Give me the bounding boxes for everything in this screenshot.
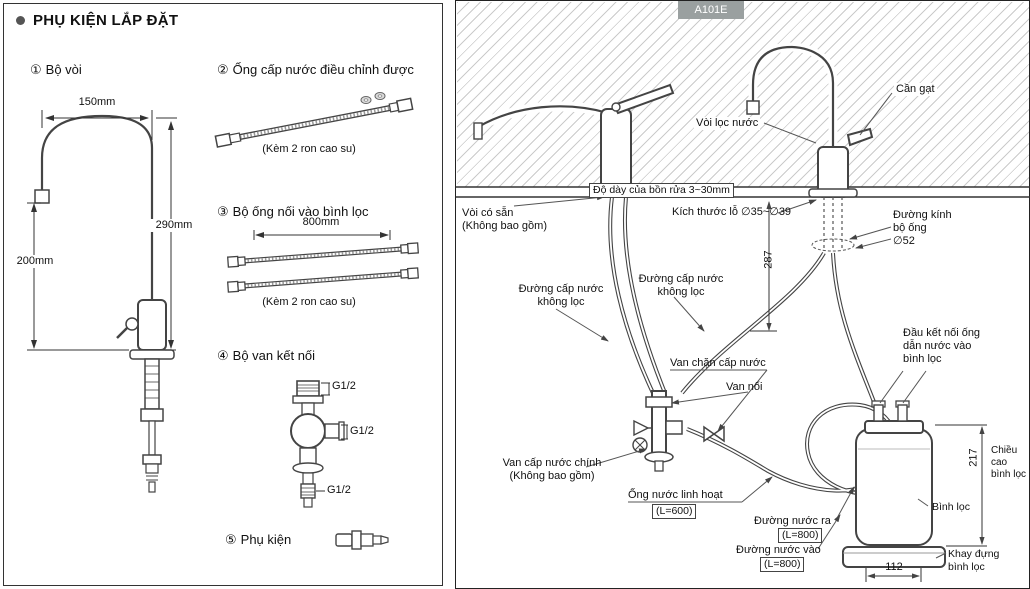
item2-number: ② [217,62,229,77]
label-dau-ket-noi-line3: bình lọc [903,353,942,366]
bullet-icon [16,16,25,25]
label-l600: (L=600) [652,504,697,519]
label-supply-line-2: Đường cấp nước không lọc [636,273,726,299]
item4-text: Bộ van kết nối [232,348,316,363]
item2-note: (Kèm 2 ron cao su) [262,143,356,155]
label-supply-2-line1: Đường cấp nước [638,273,724,285]
item1-text: Bộ vòi [45,62,82,77]
label-dau-ket-noi-line2: dẫn nước vào [903,340,972,353]
valve-cluster [632,390,683,472]
label-counter-thickness: Độ dày của bồn rửa 3~30mm [589,183,734,198]
label-chieu-cao-line3: bình lọc [991,469,1027,480]
label-van-chinh-line2: (Không bao gồm) [509,470,595,483]
label-nuoc-ra: Đường nước ra [754,515,831,527]
label-pipe-diameter: Đường kính bộ ống ∅52 [893,209,952,249]
model-badge: A101E [678,1,744,19]
label-voi-loc-nuoc: Vòi lọc nước [694,117,761,131]
label-dau-ket-noi-line1: Đầu kết nối ống [903,327,981,339]
item5-text: Phụ kiện [240,532,292,547]
label-van-noi: Van nối [726,381,763,393]
dim-spout-height: 290mm [149,219,199,233]
faucet-drawing [34,110,175,493]
label-pipe-diameter-line2: bộ ống [893,222,927,235]
label-dau-ket-noi: Đầu kết nối ống dẫn nước vào bình lọc [903,327,980,367]
label-can-gat: Cần gạt [894,83,937,97]
label-van-chinh: Van cấp nước chính (Không bao gồm) [496,457,608,483]
label-chieu-cao-line1: Chiều [991,445,1018,456]
label-chieu-cao: Chiều cao bình lọc [991,445,1026,481]
item3-note: (Kèm 2 ron cao su) [262,296,356,308]
label-supply-1-line1: Đường cấp nước [518,283,604,295]
countertop [456,186,1030,198]
g12-top-label: G1/2 [332,380,356,392]
supply-hose-drawing [214,92,414,148]
dim-217: 217 [967,448,980,467]
existing-faucet [473,83,675,198]
label-supply-2-line2: không lọc [657,286,705,299]
g12-mid-label: G1/2 [350,425,374,437]
item4-number: ④ [217,348,229,363]
filter-unit [842,400,946,568]
accessories-panel: PHỤ KIỆN LẮP ĐẶT [3,3,443,586]
item3-text: Bộ ống nối vào bình lọc [232,204,369,219]
label-supply-line-1: Đường cấp nước không lọc [516,283,606,309]
label-ong-linh-hoat: Ống nước linh hoạt [628,489,723,501]
label-supply-1-line2: không lọc [537,296,585,309]
label-voi-co-san: Vòi có sẵn (Không bao gồm) [462,207,547,233]
label-pipe-diameter-line1: Đường kính [893,209,952,221]
diagram-dimensions [750,201,987,582]
label-l800-vao: (L=800) [760,557,805,572]
filter-faucet [746,42,874,252]
dim-112: 112 [885,561,903,573]
label-l800-ra: (L=800) [778,528,823,543]
label-binh-loc: Bình lọc [932,501,970,513]
label-pipe-diameter-line3: ∅52 [893,235,915,248]
installation-diagram-svg [456,42,1030,582]
label-khay-line2: bình lọc [948,560,985,573]
dim-under-counter: 200mm [10,255,60,269]
label-van-chinh-line1: Van cấp nước chính [502,457,602,469]
label-chieu-cao-line2: cao [991,457,1008,468]
filter-hoses-drawing [226,230,420,293]
item1-number: ① [30,62,42,77]
dim-spout-reach: 150mm [78,96,116,108]
leader-lines [513,92,947,559]
label-khay: Khay đựng bình lọc [948,548,999,573]
item3-number: ③ [217,204,229,219]
label-voi-co-san-line1: Vòi có sẵn [462,207,514,219]
accessories-drawings-svg [27,92,420,550]
fitting-drawing [335,530,389,550]
dim-287: 287 [762,250,775,269]
label-voi-co-san-line2: (Không bao gồm) [462,220,547,233]
faucet-dimension-lines [27,110,177,351]
item5-number: ⑤ [225,532,237,547]
installation-diagram-panel: A101E Cần gạt Vòi lọc nước Độ dày của bồ… [455,0,1030,589]
g12-bottom-label: G1/2 [327,484,351,496]
label-hole-size: Kích thước lỗ ∅35~∅39 [672,206,792,218]
panel-title: PHỤ KIỆN LẮP ĐẶT [33,12,179,29]
hoses [608,196,906,497]
label-van-chan: Van chặn cấp nước [670,357,766,369]
connector-valve-drawing [290,380,348,508]
dim-800mm: 800mm [302,216,340,228]
label-nuoc-vao: Đường nước vào [736,544,821,556]
label-khay-line1: Khay đựng [948,548,1000,560]
panel-title-row: PHỤ KIỆN LẮP ĐẶT [16,12,178,29]
item2-text: Ống cấp nước điều chỉnh được [232,62,414,77]
